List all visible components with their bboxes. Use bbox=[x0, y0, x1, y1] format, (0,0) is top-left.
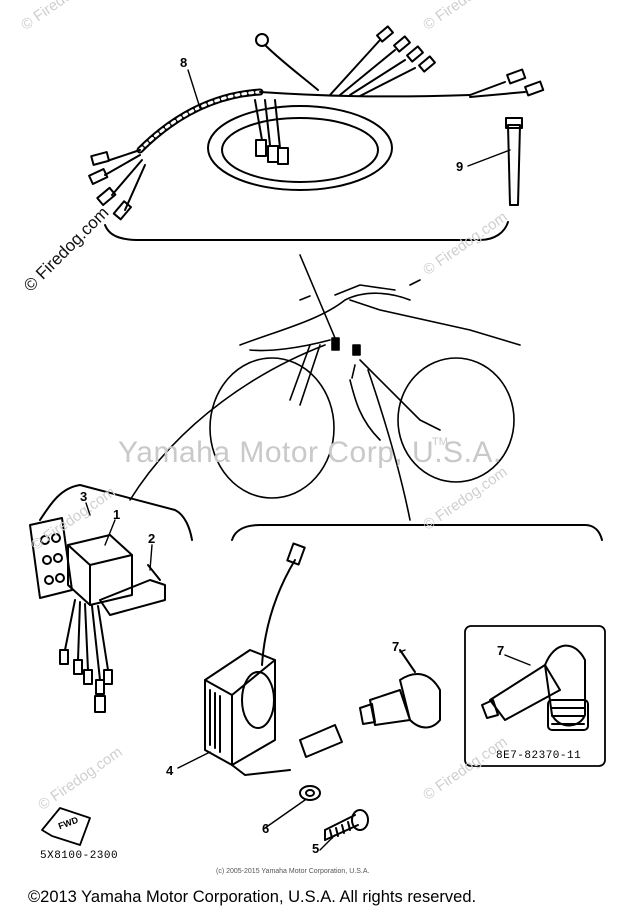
inset-part-number: 8E7-82370-11 bbox=[496, 750, 582, 762]
diagram-id: 5X8100-2300 bbox=[40, 850, 119, 862]
callout-4: 4 bbox=[166, 763, 174, 778]
small-copyright: (c) 2005-2015 Yamaha Motor Corporation, … bbox=[216, 868, 370, 875]
plug-cap-drawing bbox=[299, 649, 441, 758]
fwd-arrow-icon bbox=[41, 807, 91, 846]
watermark-tm: TM bbox=[432, 436, 448, 448]
callout-1: 1 bbox=[113, 507, 121, 522]
callout-2: 2 bbox=[148, 531, 156, 546]
callout-5: 5 bbox=[312, 841, 320, 856]
ignition-coil-drawing bbox=[204, 542, 306, 776]
wire-harness-drawing bbox=[88, 25, 545, 241]
callout-6: 6 bbox=[262, 821, 270, 836]
cdi-unit-drawing bbox=[29, 484, 193, 713]
callout-8: 8 bbox=[180, 55, 188, 70]
motorcycle-outline bbox=[209, 279, 521, 499]
copyright-notice: ©2013 Yamaha Motor Corporation, U.S.A. A… bbox=[28, 888, 477, 906]
callout-7-inset: 7 bbox=[497, 643, 505, 658]
coil-group-bracket bbox=[231, 524, 603, 541]
washer-bolt-drawing bbox=[299, 785, 369, 841]
watermark-brand: Yamaha Motor Corp, U.S.A. bbox=[118, 436, 502, 469]
band-drawing bbox=[505, 117, 523, 206]
callout-7: 7 bbox=[392, 639, 400, 654]
inset-box bbox=[464, 625, 606, 767]
callout-leaders bbox=[85, 69, 531, 851]
pointer-lines bbox=[129, 254, 411, 521]
callout-3: 3 bbox=[80, 489, 88, 504]
callout-9: 9 bbox=[456, 159, 464, 174]
